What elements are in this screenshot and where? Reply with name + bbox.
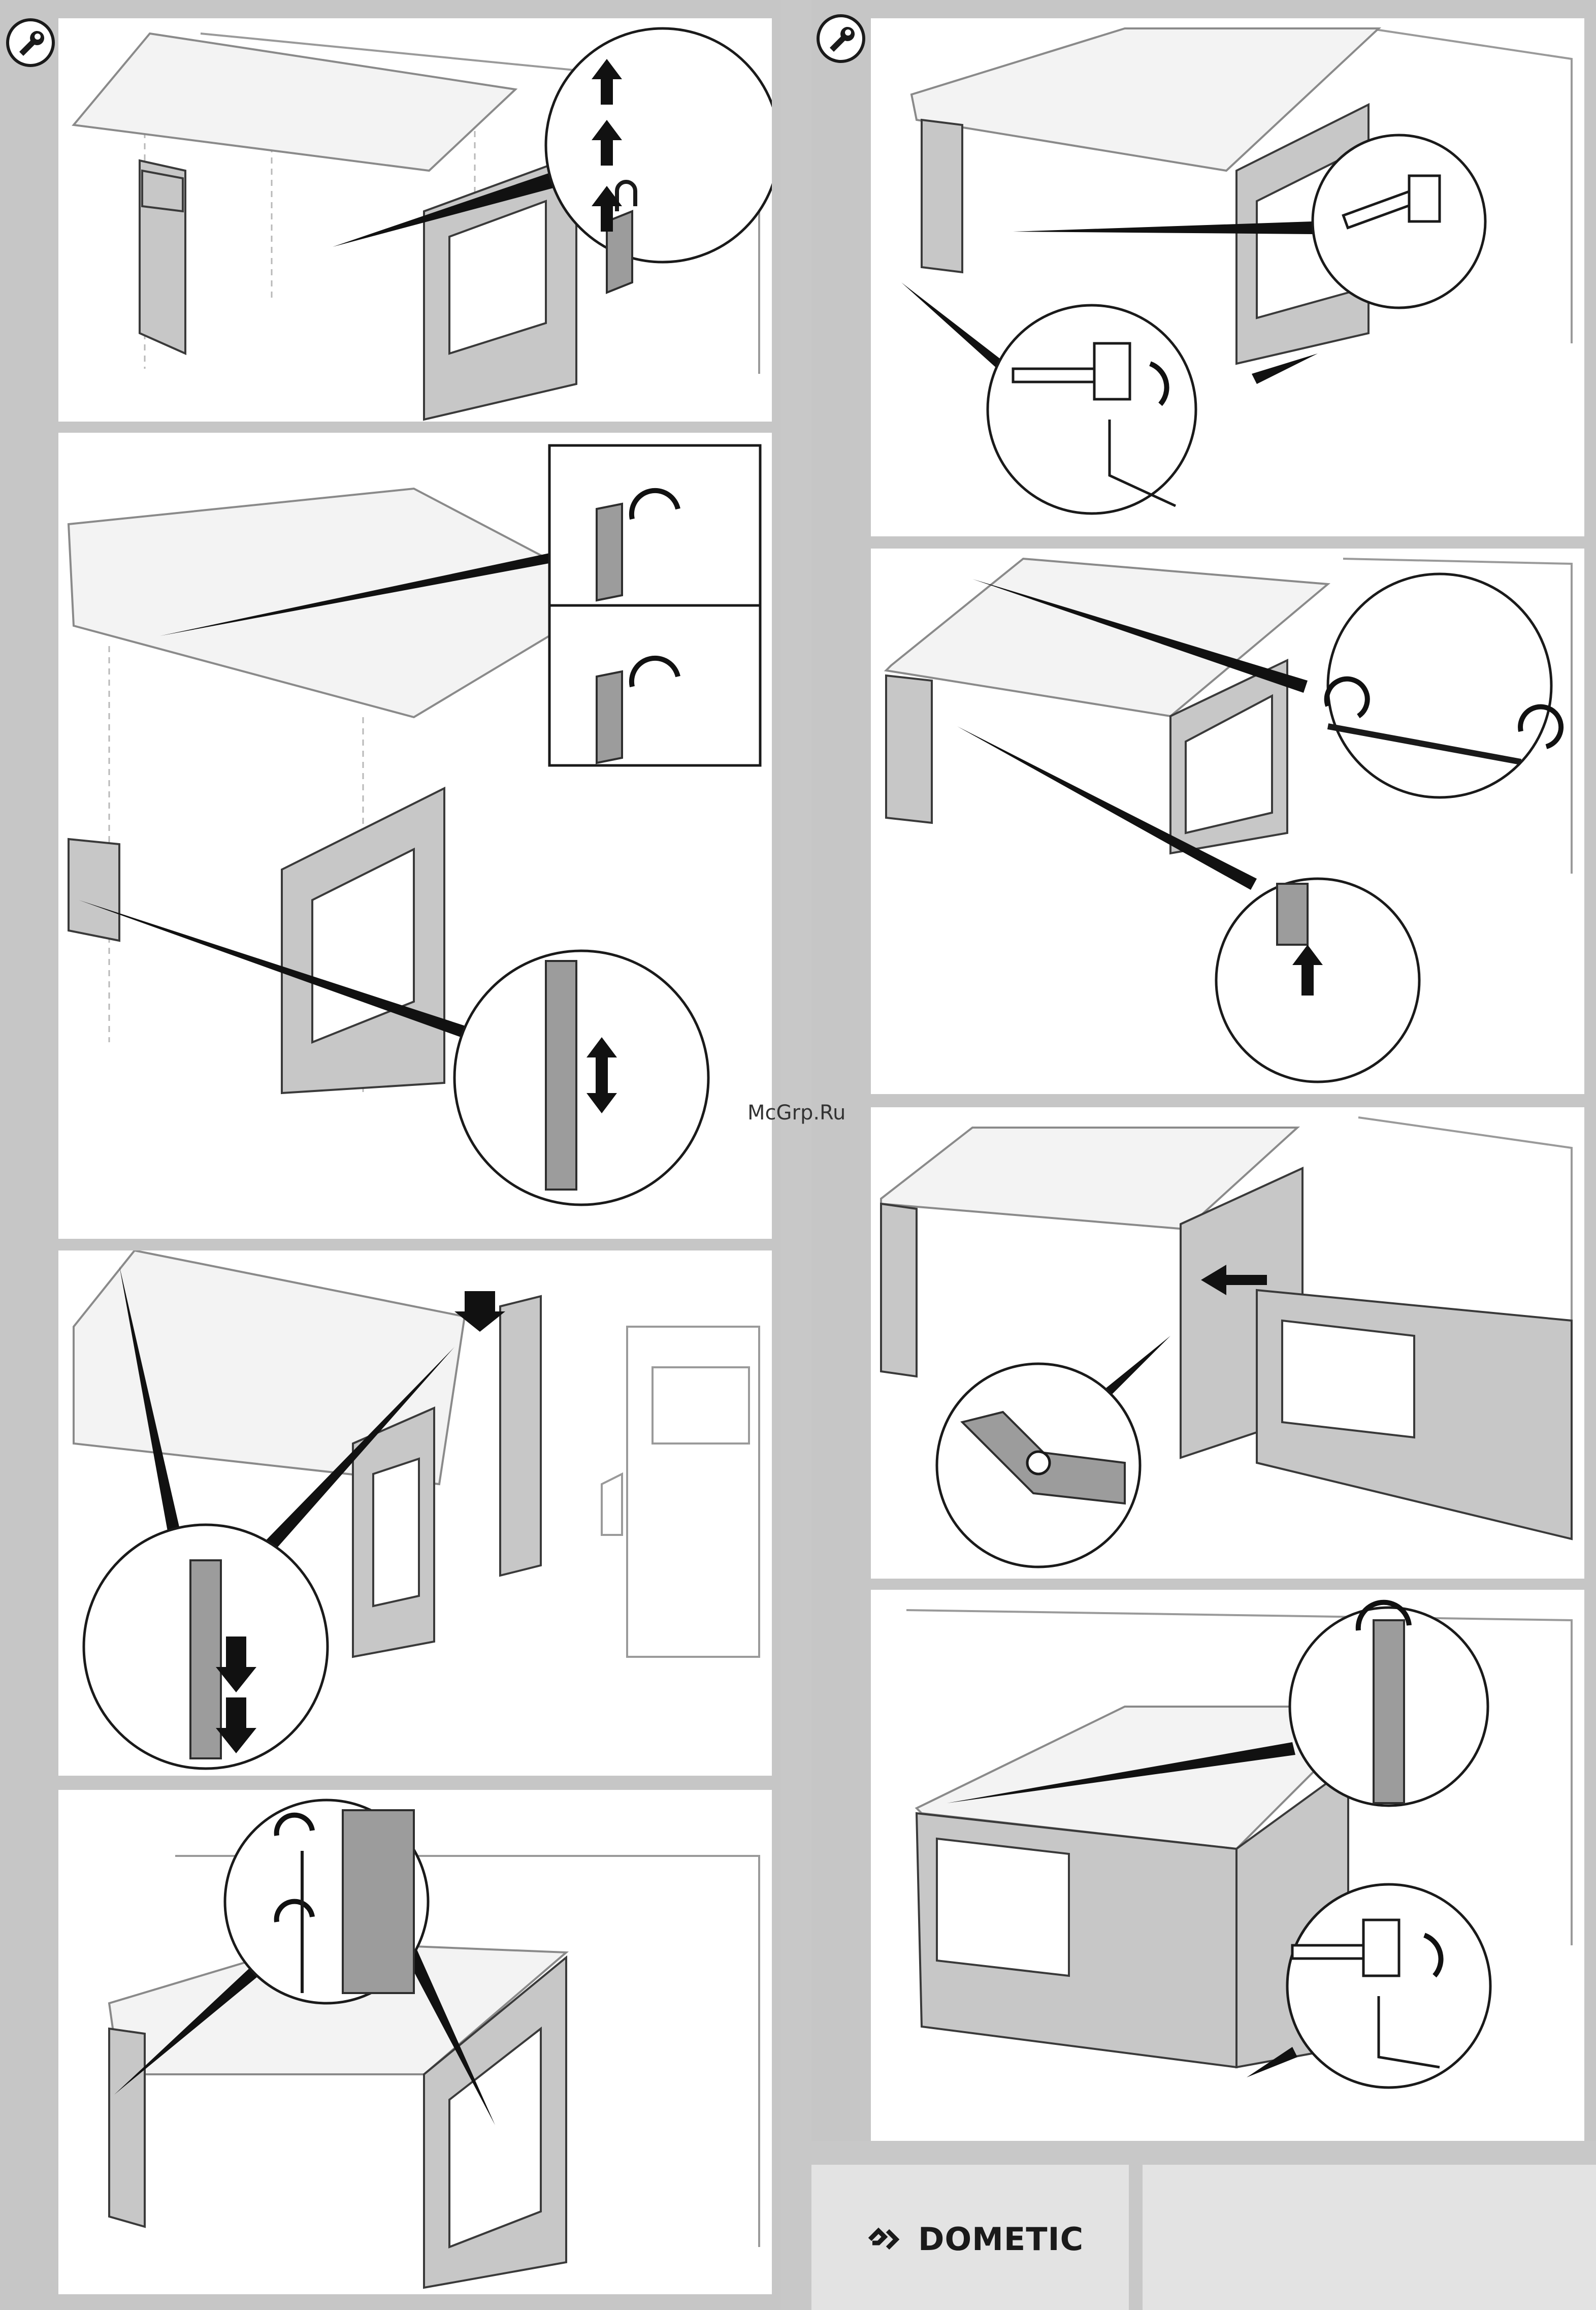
step-1-panel [58,18,772,422]
step-6-panel [871,549,1584,1094]
awning-roof [69,489,617,717]
step-4-panel [58,1790,772,2294]
step-8-panel [871,1590,1584,2141]
callout-pointer [1013,221,1313,234]
wall-window [937,1839,1069,1976]
wrench-icon [6,18,55,67]
detail-callout [546,28,772,262]
side-wall-left [886,676,932,823]
leg-profile [546,961,576,1190]
vehicle-front [602,1327,759,1657]
detail-callout [1287,1884,1490,2088]
side-wall-left [109,2029,145,2227]
step-7-panel [871,1107,1584,1579]
rail-profile [1374,1620,1404,1803]
brand-name: DOMETIC [918,2221,1084,2258]
awning-roof [74,34,515,171]
callout-pointer [901,282,1013,374]
wrench-icon [817,14,865,63]
footer-logo-box: DOMETIC [811,2165,1129,2310]
side-wall-left [69,839,119,941]
side-wall-left [881,1204,917,1376]
rail-profile [190,1560,221,1758]
step-3-panel [58,1250,772,1776]
wall-window [373,1459,419,1606]
side-wall-left [140,161,185,354]
detail-callout [454,951,708,1205]
rail-profile [597,504,622,600]
wall-window [1282,1321,1414,1437]
watermark: McGrp.Ru [747,1101,845,1125]
side-wall-left [922,120,962,272]
footer-empty-box [1143,2165,1596,2310]
step-5-panel [871,18,1584,536]
detail-callout [1313,135,1485,308]
rail-profile [1277,884,1308,945]
brand-logo: DOMETIC [867,2221,1084,2258]
step-2-panel [58,433,772,1239]
dometic-logo-icon [867,2227,913,2252]
detail-callout [1216,879,1419,1082]
detail-callout [988,305,1196,514]
rail-profile [597,671,622,763]
wall-profile [343,1810,414,1993]
loose-wall-panel [500,1296,541,1576]
